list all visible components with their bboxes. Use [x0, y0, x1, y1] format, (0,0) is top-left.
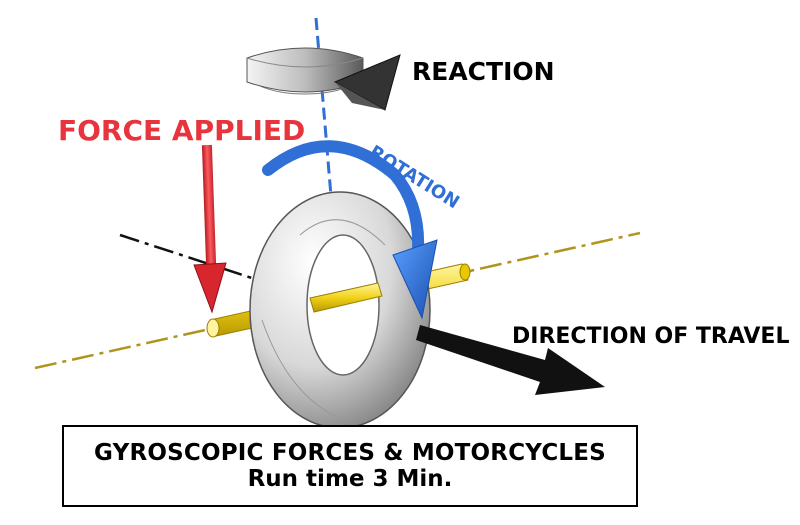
reaction-label: REACTION: [412, 57, 555, 86]
travel-arrow-icon: [416, 325, 605, 395]
rotation-arrow-icon: [262, 140, 438, 320]
direction-of-travel-label: DIRECTION OF TRAVEL: [512, 324, 789, 349]
tilt-axis-line: [119, 233, 351, 312]
caption-subtitle: Run time 3 Min.: [247, 466, 453, 492]
force-arrow-icon: [193, 144, 227, 314]
reaction-ring-icon: [246, 47, 401, 111]
caption-title: GYROSCOPIC FORCES & MOTORCYCLES: [94, 439, 606, 466]
caption-box: GYROSCOPIC FORCES & MOTORCYCLES Run time…: [62, 425, 638, 507]
force-applied-label: FORCE APPLIED: [58, 114, 305, 147]
gyroscope-wheel-icon: [249, 191, 431, 429]
